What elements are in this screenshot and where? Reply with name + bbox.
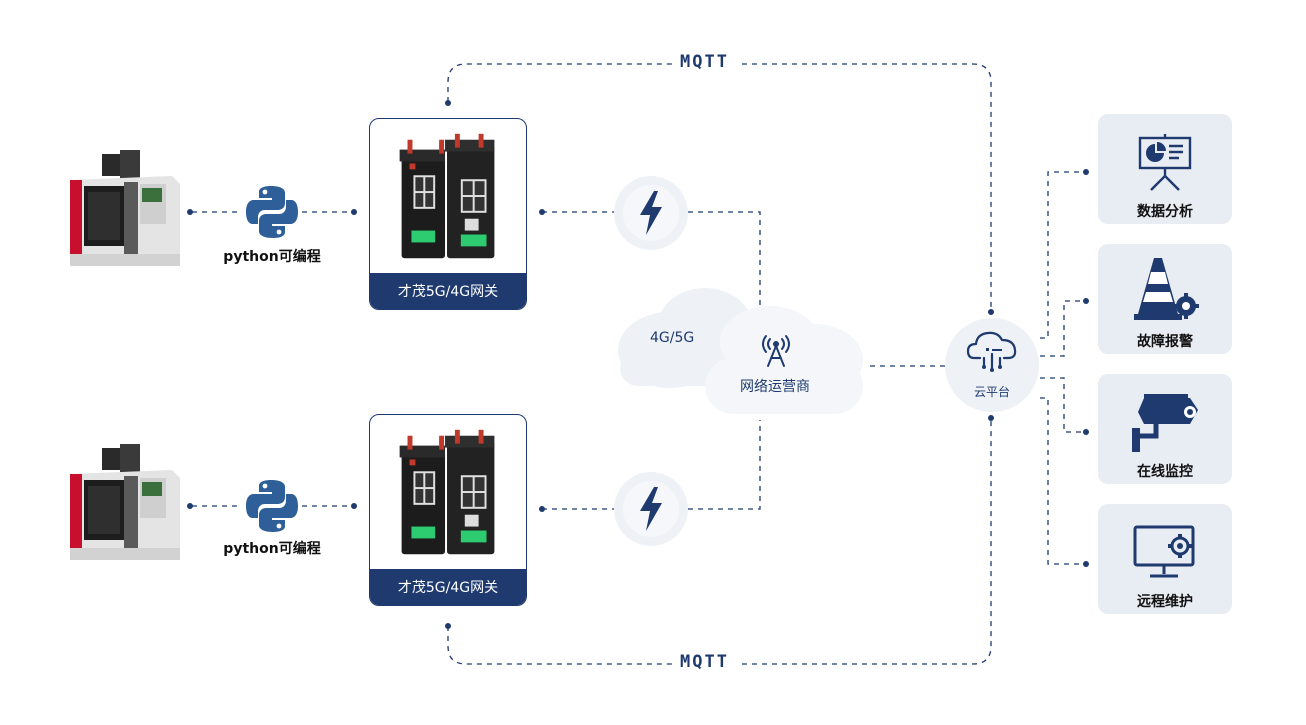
gateway-card-bottom: 才茂5G/4G网关 <box>369 414 527 606</box>
traffic-cone-gear-icon <box>1134 258 1199 320</box>
gateway-device-icon <box>399 133 495 259</box>
cnc-machine-icon <box>70 150 180 266</box>
gateway-card-top: 才茂5G/4G网关 <box>369 118 527 310</box>
service-card-remote-maintenance <box>1098 504 1232 614</box>
service-label: 故障报警 <box>1137 334 1193 350</box>
cloud-platform-icon <box>966 331 1017 372</box>
operator-label: 网络运营商 <box>740 379 810 395</box>
mqtt-label-top: MQTT <box>672 52 737 72</box>
signal-circle-bottom <box>614 472 688 546</box>
service-card-online-monitor <box>1098 374 1232 484</box>
security-camera-icon <box>1132 394 1198 452</box>
service-label: 远程维护 <box>1137 594 1193 610</box>
python-label-top: python可编程 <box>223 249 321 265</box>
cnc-machine-icon <box>70 444 180 560</box>
network-cloud <box>618 288 863 414</box>
python-label-bottom: python可编程 <box>223 541 321 557</box>
gateway-label-top: 才茂5G/4G网关 <box>370 273 526 309</box>
lightning-bolt-icon <box>640 487 662 531</box>
presentation-chart-icon <box>1138 134 1192 191</box>
network-type-label: 4G/5G <box>650 330 695 346</box>
platform-label: 云平台 <box>973 385 1010 399</box>
service-label: 数据分析 <box>1137 204 1193 220</box>
monitor-gear-icon <box>1133 525 1195 578</box>
python-logo-icon <box>246 186 298 238</box>
python-logo-icon <box>246 480 298 532</box>
service-label: 在线监控 <box>1137 464 1193 480</box>
mqtt-label-bottom: MQTT <box>672 652 737 672</box>
cell-tower-icon <box>762 335 790 367</box>
gateway-label-bottom: 才茂5G/4G网关 <box>370 569 526 605</box>
gateway-device-icon <box>399 429 495 555</box>
signal-circle-top <box>614 176 688 250</box>
lightning-bolt-icon <box>640 191 662 235</box>
